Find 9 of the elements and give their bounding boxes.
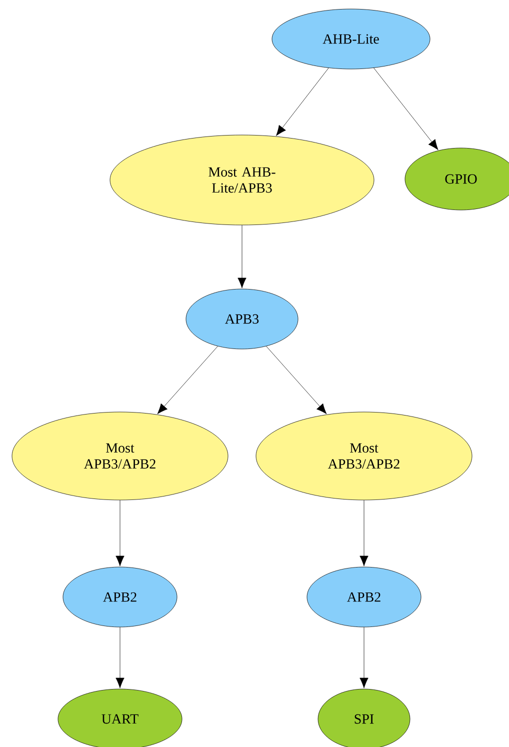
arrow: [116, 627, 124, 688]
arrow: [238, 225, 246, 288]
arrow: [116, 500, 124, 566]
arrow: [360, 500, 368, 566]
arrow: [276, 68, 329, 136]
arrow: [157, 346, 218, 414]
arrow: [360, 627, 368, 688]
arrow: [374, 68, 438, 150]
arrow: [266, 346, 327, 414]
